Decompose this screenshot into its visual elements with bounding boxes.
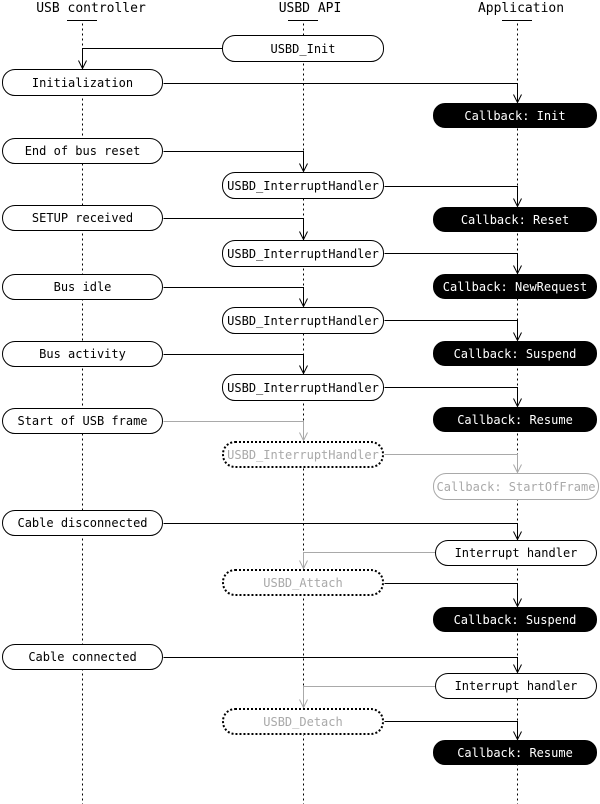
column-underline-usb-controller (67, 20, 97, 21)
arrowhead-ih5-to-callback-startofframe (513, 464, 522, 474)
node-usbd-interrupthandler-5: USBD_InterruptHandler (222, 441, 384, 468)
edge-ih4-to-callback-resume (384, 387, 518, 407)
node-usbd-init: USBD_Init (222, 35, 384, 62)
edge-bus-activity-to-ih4 (163, 354, 304, 374)
arrowhead-ih2-to-callback-newrequest (513, 265, 522, 275)
edge-int-handler-to-usbd-attach (303, 552, 436, 569)
edge-setup-received-to-ih2 (163, 218, 304, 240)
arrowhead-start-of-usb-frame-to-ih5 (299, 432, 308, 442)
column-header-usbd-api: USBD API (278, 1, 342, 16)
arrowhead-bus-idle-to-ih3 (299, 298, 308, 308)
arrowhead-usbd-attach-to-callback-suspend (513, 598, 522, 608)
node-usbd-attach: USBD_Attach (222, 569, 384, 596)
edge-ih3-to-callback-suspend (384, 320, 518, 341)
node-usbd-detach: USBD_Detach (222, 708, 384, 735)
column-header-usb-controller: USB controller (36, 1, 146, 16)
node-end-of-bus-reset: End of bus reset (2, 138, 163, 164)
column-header-application: Application (477, 1, 565, 16)
column-underline-application (502, 20, 532, 21)
edge-cable-disconnected-to-int-handler (163, 523, 518, 540)
edge-int-handler-to-usbd-detach (303, 686, 436, 708)
edge-usbd-detach-to-callback-resume (384, 721, 518, 740)
node-bus-activity: Bus activity (2, 341, 163, 367)
node-callback-suspend-1: Callback: Suspend (433, 341, 597, 366)
node-setup-received: SETUP received (2, 205, 163, 231)
node-usbd-interrupthandler-2: USBD_InterruptHandler (222, 240, 384, 267)
arrowhead-setup-received-to-ih2 (299, 231, 308, 241)
arrowhead-int-handler-to-usbd-attach (299, 560, 308, 570)
arrowhead-usbd-init-to-initialization (78, 60, 87, 70)
edge-ih2-to-callback-newrequest (384, 253, 518, 274)
edge-end-of-bus-reset-to-ih1 (163, 151, 304, 172)
arrowhead-cable-connected-to-int-handler (513, 664, 522, 674)
arrowhead-ih1-to-callback-reset (513, 198, 522, 208)
edge-ih1-to-callback-reset (384, 186, 518, 207)
edge-cable-connected-to-int-handler (163, 657, 518, 673)
node-interrupt-handler-2: Interrupt handler (435, 673, 597, 699)
node-start-of-usb-frame: Start of USB frame (2, 408, 163, 434)
column-underline-usbd-api (288, 20, 318, 21)
node-callback-startofframe: Callback: StartOfFrame (433, 473, 599, 500)
edge-start-of-usb-frame-to-ih5 (163, 421, 304, 441)
node-usbd-interrupthandler-1: USBD_InterruptHandler (222, 172, 384, 199)
node-usbd-interrupthandler-3: USBD_InterruptHandler (222, 307, 384, 334)
node-callback-init: Callback: Init (433, 103, 597, 128)
arrowhead-bus-activity-to-ih4 (299, 365, 308, 375)
node-initialization: Initialization (2, 69, 163, 96)
arrowhead-initialization-to-callback-init (513, 94, 522, 104)
node-cable-disconnected: Cable disconnected (2, 510, 163, 536)
node-interrupt-handler-1: Interrupt handler (435, 540, 597, 566)
node-callback-resume-2: Callback: Resume (433, 740, 597, 765)
node-callback-reset: Callback: Reset (433, 207, 597, 232)
arrowhead-end-of-bus-reset-to-ih1 (299, 163, 308, 173)
arrowhead-cable-disconnected-to-int-handler (513, 531, 522, 541)
node-callback-newrequest: Callback: NewRequest (433, 274, 597, 299)
node-callback-suspend-2: Callback: Suspend (433, 607, 597, 632)
node-usbd-interrupthandler-4: USBD_InterruptHandler (222, 374, 384, 401)
arrowhead-int-handler-to-usbd-detach (299, 699, 308, 709)
arrowhead-usbd-detach-to-callback-resume (513, 731, 522, 741)
edge-usbd-attach-to-callback-suspend (384, 583, 518, 607)
edge-ih5-to-callback-startofframe (384, 454, 518, 473)
arrowhead-ih4-to-callback-resume (513, 398, 522, 408)
edge-initialization-to-callback-init (163, 83, 518, 103)
edge-bus-idle-to-ih3 (163, 287, 304, 307)
edge-usbd-init-to-initialization (82, 48, 223, 69)
node-callback-resume-1: Callback: Resume (433, 407, 597, 432)
node-bus-idle: Bus idle (2, 274, 163, 300)
arrowhead-ih3-to-callback-suspend (513, 332, 522, 342)
node-cable-connected: Cable connected (2, 644, 163, 670)
